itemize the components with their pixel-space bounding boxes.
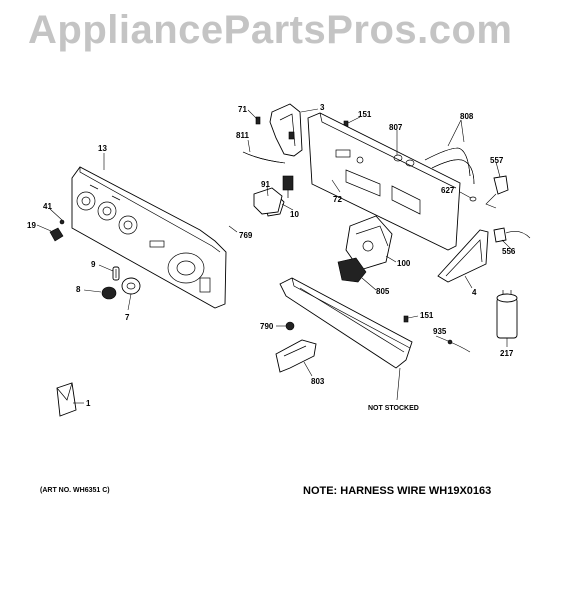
capacitor-part-217 (496, 290, 518, 339)
timer-part-10 (253, 187, 283, 215)
harness-note: NOTE: HARNESS WIRE WH19X0163 (303, 485, 492, 497)
not-stocked-bracket (279, 277, 413, 369)
knob-part-8 (101, 286, 117, 300)
callout-769: 769 (239, 231, 253, 240)
callout-217: 217 (500, 349, 514, 358)
wire-part-935 (447, 339, 471, 353)
callout-13: 13 (98, 144, 107, 153)
fill-hose-part-808 (424, 147, 475, 185)
callout-10: 10 (290, 210, 299, 219)
callout-19: 19 (27, 221, 36, 230)
callout-805: 805 (376, 287, 390, 296)
knob-part-7 (121, 277, 141, 295)
wire-part-556 (493, 227, 531, 243)
literature-envelope-part-1 (56, 382, 77, 417)
callout-7: 7 (125, 313, 130, 322)
not-stocked-label: NOT STOCKED (368, 405, 419, 412)
callout-935: 935 (433, 327, 447, 336)
callout-3: 3 (320, 103, 325, 112)
grommet-part-627 (469, 196, 477, 202)
connector-part-557 (485, 175, 509, 209)
callout-41: 41 (43, 202, 52, 211)
callout-labels: 13 41 19 9 8 7 1 71 3 811 91 10 151 72 8… (27, 103, 516, 408)
callout-151-lower: 151 (420, 311, 434, 320)
callout-71: 71 (238, 105, 247, 114)
dispenser-part-803 (275, 339, 317, 373)
clamp-part-807 (393, 154, 415, 167)
bracket-part-3 (269, 103, 303, 157)
switch-part-805 (337, 257, 367, 283)
callout-1: 1 (86, 399, 91, 408)
leader-lines (36, 108, 513, 404)
screw-part-151-lower (403, 315, 409, 323)
callout-4: 4 (472, 288, 477, 297)
callout-100: 100 (397, 259, 411, 268)
callout-807: 807 (389, 123, 403, 132)
callout-151-top: 151 (358, 110, 372, 119)
knob-part-9 (112, 266, 120, 281)
watermark-logo: AppliancePartsPros.com (28, 8, 513, 52)
callout-91: 91 (261, 180, 270, 189)
screw-part-71 (255, 116, 261, 125)
callout-808: 808 (460, 112, 474, 121)
clip-part-790 (285, 321, 295, 331)
callout-9: 9 (91, 260, 96, 269)
callout-627: 627 (441, 186, 455, 195)
callout-556: 556 (502, 247, 516, 256)
callout-811: 811 (236, 131, 249, 140)
callout-8: 8 (76, 285, 81, 294)
callout-72: 72 (333, 195, 342, 204)
art-number: (ART NO. WH6351 C) (40, 487, 110, 494)
hose-part-811 (242, 151, 286, 164)
callout-803: 803 (311, 377, 325, 386)
timer-part-100 (345, 215, 393, 271)
callout-557: 557 (490, 156, 504, 165)
control-panel-part-13 (71, 166, 227, 309)
callout-790: 790 (260, 322, 274, 331)
knob-part-19 (49, 219, 65, 242)
end-cap-part-4 (437, 229, 489, 283)
